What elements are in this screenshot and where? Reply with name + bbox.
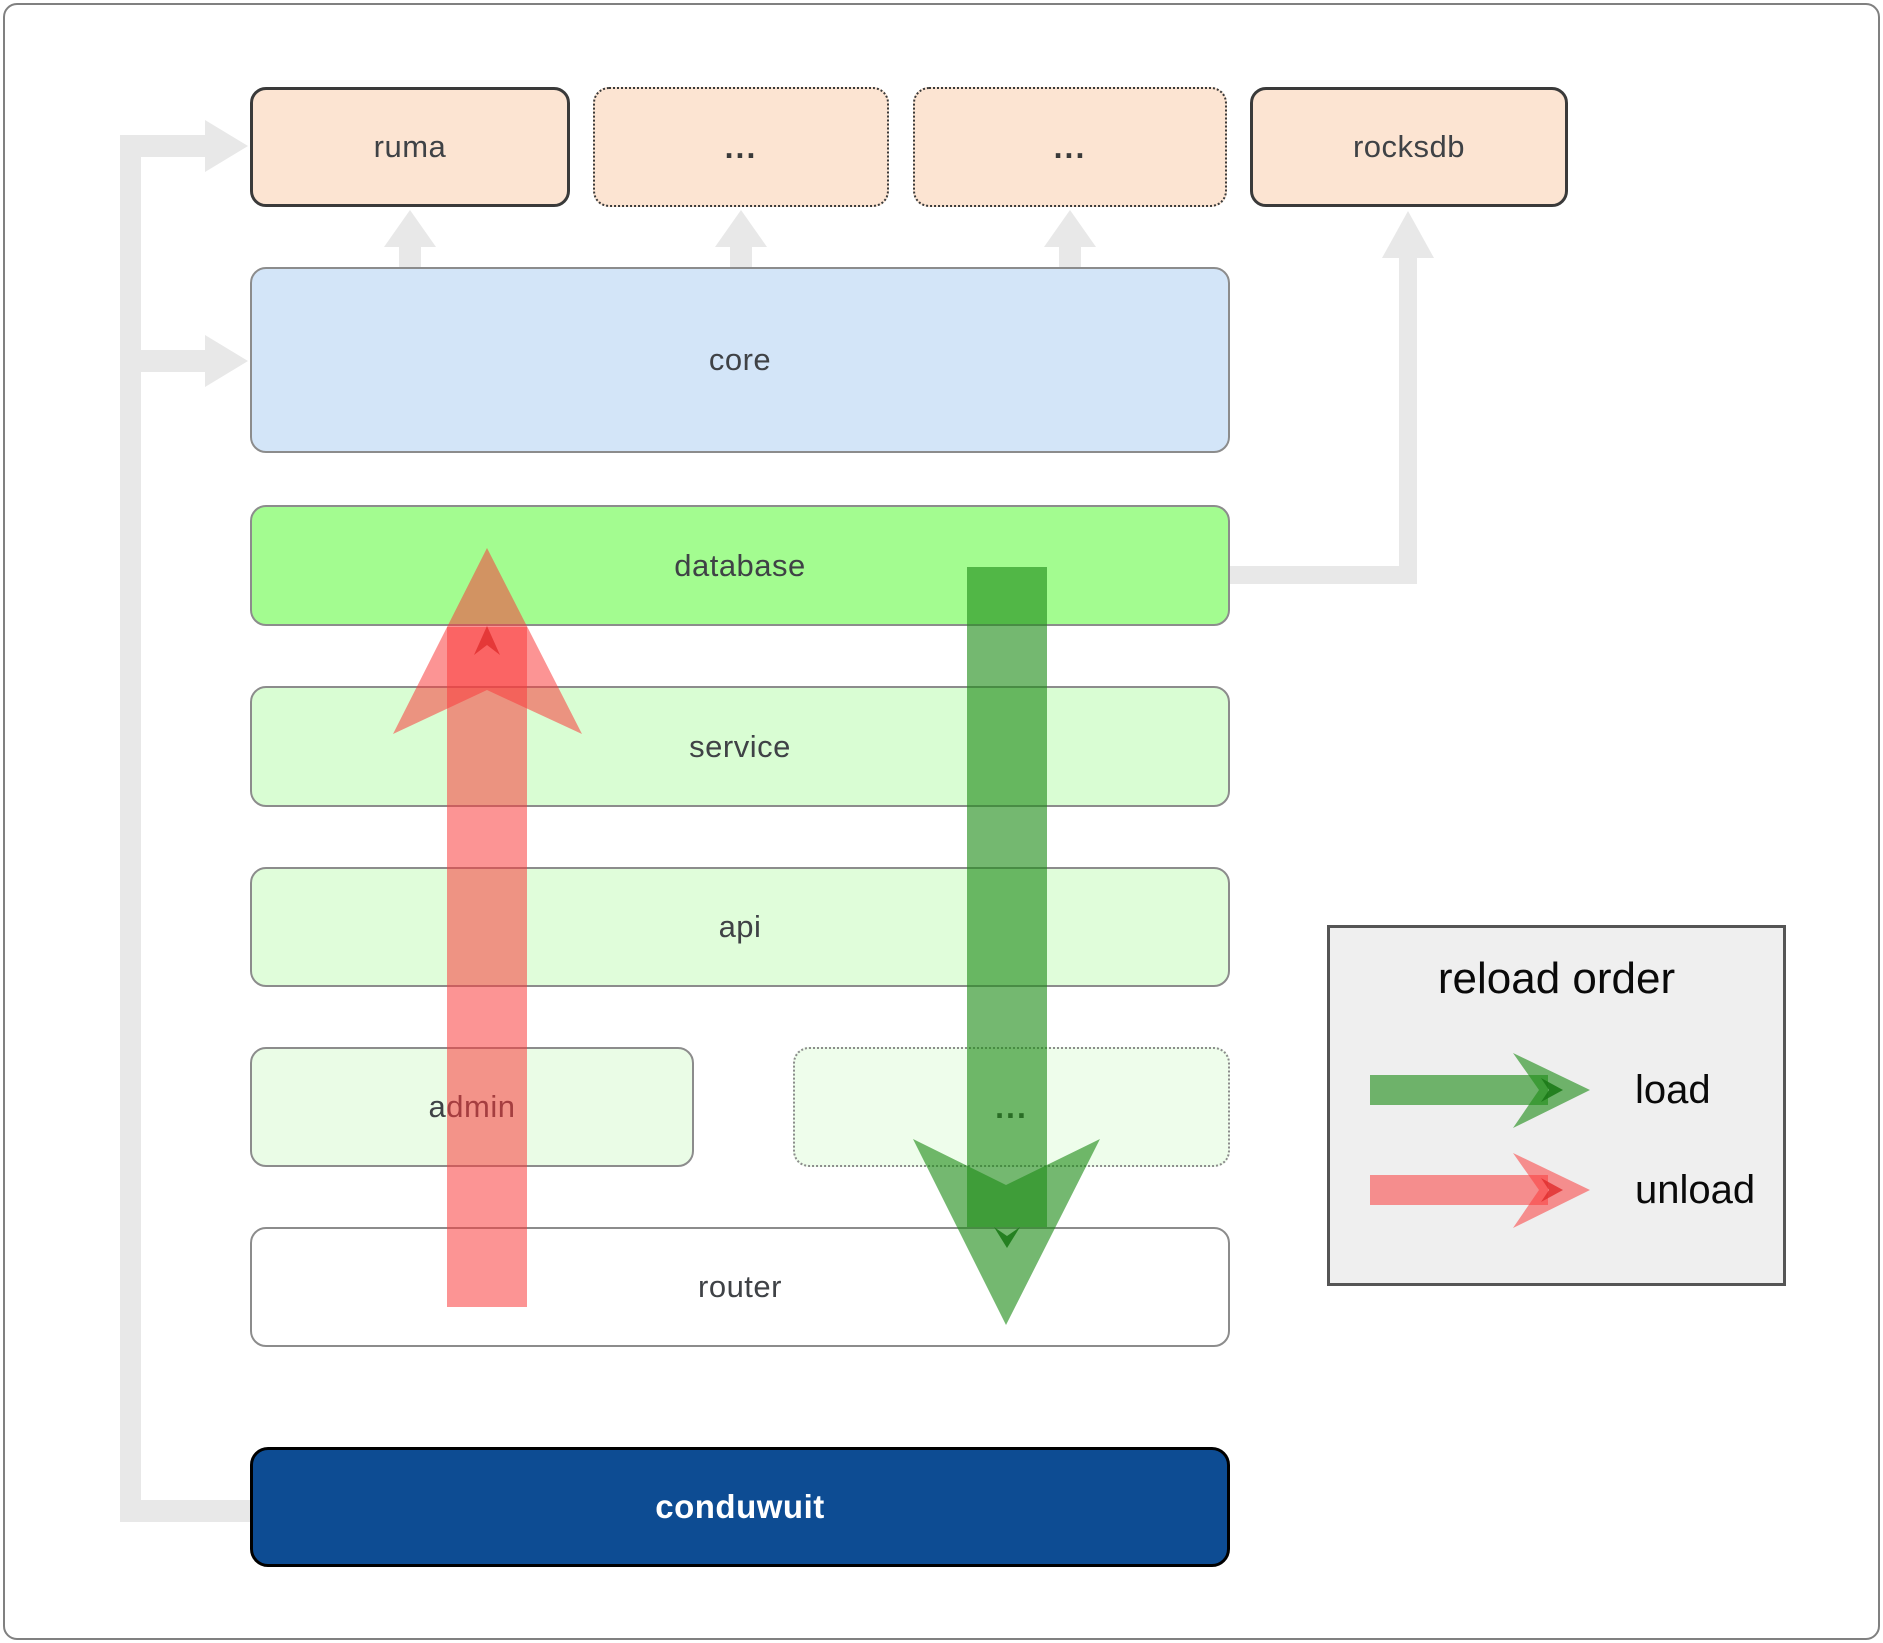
core-branch-stem <box>141 350 205 372</box>
box-database: database <box>250 505 1230 626</box>
diagram-canvas: ruma ... ... rocksdb core database servi… <box>3 3 1880 1640</box>
box-ruma: ruma <box>250 87 570 207</box>
arrow-to-rocksdb-icon <box>1382 211 1434 258</box>
legend-unload-arrow-stem <box>1370 1175 1548 1205</box>
box-ellipsis-top-2-label: ... <box>1053 128 1087 165</box>
box-service-label: service <box>689 728 791 764</box>
legend-arrows <box>1370 1053 1590 1228</box>
arrow-to-core-icon <box>205 335 248 387</box>
up-arrow-icon <box>384 210 436 247</box>
unload-arrow-marker-icon <box>474 626 500 655</box>
rocksdb-elbow-vertical <box>1399 257 1417 584</box>
box-admin-label: admin <box>428 1089 516 1124</box>
up-arrow-icon <box>715 210 767 247</box>
legend-title: reload order <box>1437 954 1676 1003</box>
core-to-top-arrows <box>384 210 1096 268</box>
box-core: core <box>250 267 1230 453</box>
box-api-label: api <box>718 909 762 944</box>
left-vertical-line <box>120 135 141 1522</box>
reload-arrow-layer <box>393 548 1100 1325</box>
legend-load-arrow-icon <box>1370 1053 1590 1128</box>
box-service: service <box>250 686 1230 807</box>
box-rocksdb: rocksdb <box>1250 87 1568 207</box>
box-rocksdb-label: rocksdb <box>1352 129 1466 164</box>
box-router-label: router <box>698 1269 782 1304</box>
legend-unload-arrow-marker-icon <box>1541 1178 1563 1202</box>
up-arrow-stem <box>1059 243 1081 268</box>
legend: reload order load unload <box>1327 925 1786 1286</box>
up-arrow-icon <box>1044 210 1096 247</box>
arrow-to-ruma-icon <box>205 120 248 172</box>
box-ruma-label: ruma <box>373 129 447 164</box>
box-api: api <box>250 867 1230 987</box>
box-conduwuit: conduwuit <box>250 1447 1230 1567</box>
box-core-label: core <box>708 342 772 377</box>
legend-load-arrow-stem <box>1370 1075 1548 1105</box>
box-ellipsis-top-1-label: ... <box>724 128 758 165</box>
box-admin: admin <box>250 1047 694 1167</box>
box-ellipsis-top-2: ... <box>913 87 1227 207</box>
up-arrow-stem <box>399 243 421 268</box>
database-to-rocksdb-connector <box>1230 211 1434 584</box>
rocksdb-elbow-horizontal <box>1230 566 1408 584</box>
connector-layer <box>120 120 1434 1522</box>
box-conduwuit-label: conduwuit <box>655 1488 825 1525</box>
legend-load-label: load <box>1635 1068 1711 1112</box>
legend-load-arrow-marker-icon <box>1541 1078 1563 1102</box>
conduwuit-elbow-segment <box>120 1500 251 1522</box>
box-ellipsis-bottom: ... <box>793 1047 1230 1167</box>
box-router: router <box>250 1227 1230 1347</box>
up-arrow-stem <box>730 243 752 268</box>
box-ellipsis-bottom-label: ... <box>995 1088 1028 1125</box>
ruma-branch-stem <box>120 135 205 157</box>
box-ellipsis-top-1: ... <box>593 87 889 207</box>
legend-unload-arrow-icon <box>1370 1153 1590 1228</box>
left-connector-line <box>120 120 251 1522</box>
legend-unload-label: unload <box>1635 1168 1756 1212</box>
box-database-label: database <box>674 547 806 583</box>
